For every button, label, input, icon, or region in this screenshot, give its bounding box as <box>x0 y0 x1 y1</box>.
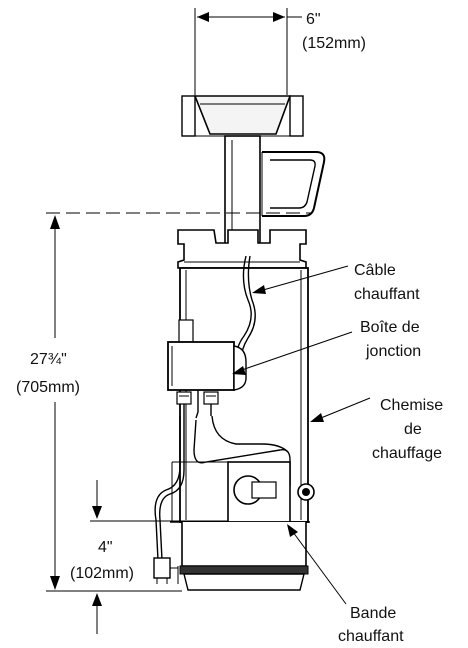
callout-junction-box-line1: Boîte de <box>360 319 420 336</box>
callout-heating-cable-line2: chauffant <box>354 286 420 303</box>
callout-heating-band-line2: chauffant <box>338 628 404 645</box>
callout-heating-cable-line1: Câble <box>354 262 396 279</box>
callout-junction-box-line2: jonction <box>365 343 421 360</box>
upper-collar <box>177 229 307 269</box>
bottom-inches: 4" <box>98 539 113 556</box>
callout-heating-jacket-line2: de <box>404 421 422 438</box>
callout-heating-cable: Câble chauffant <box>252 262 420 303</box>
callout-heating-jacket-line3: chauffage <box>372 445 442 462</box>
handle <box>261 151 326 217</box>
height-inches: 27¾" <box>30 351 67 368</box>
bottom-base <box>170 521 310 591</box>
callout-heating-band: Bande chauffant <box>287 524 404 645</box>
callout-heating-band-line1: Bande <box>350 605 396 622</box>
height-dimension: 27¾" (705mm) <box>16 212 312 592</box>
height-mm: (705mm) <box>16 379 80 396</box>
top-width-inches: 6" <box>306 11 321 28</box>
top-width-dimension: 6" (152mm) <box>194 8 366 95</box>
top-width-mm: (152mm) <box>302 35 366 52</box>
junction-box <box>167 341 247 416</box>
callout-heating-jacket: Chemise de chauffage <box>310 397 443 462</box>
bottom-dimension: 4" (102mm) <box>70 480 228 634</box>
bottom-mm: (102mm) <box>70 565 134 582</box>
callout-junction-box: Boîte de jonction <box>232 319 421 375</box>
top-funnel <box>181 95 304 137</box>
wiring <box>153 390 291 584</box>
callout-heating-jacket-line1: Chemise <box>380 397 443 414</box>
